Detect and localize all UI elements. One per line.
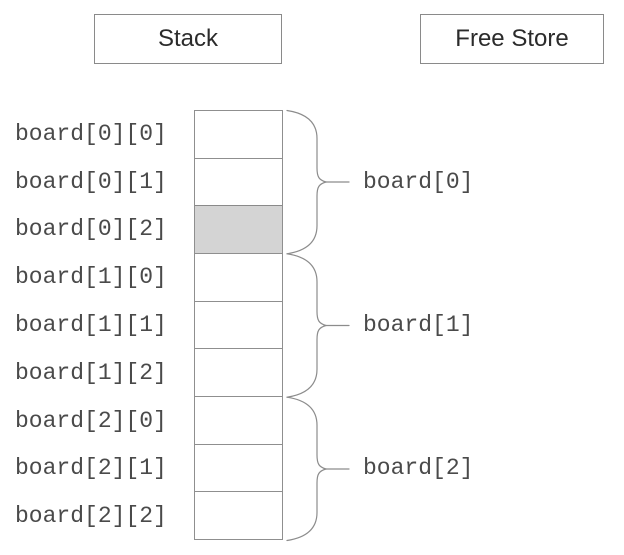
cell-label: board[2][0] [15,407,167,434]
cell-label: board[1][0] [15,264,167,291]
cell-label: board[1][1] [15,312,167,339]
memory-cell [195,158,282,207]
memory-cell-shaded [195,205,282,255]
group-label: board[2] [363,455,474,482]
memory-cell [195,301,282,350]
free-store-title-label: Free Store [455,25,569,52]
memory-cell [195,254,282,302]
memory-cell [195,444,282,493]
memory-cell [195,111,282,159]
memory-column [194,110,283,540]
group-braces [286,109,350,542]
cell-label: board[2][1] [15,455,167,482]
cell-label: board[0][1] [15,168,167,195]
group-label-column: board[0] board[1] board[2] [363,110,563,540]
group-label: board[0] [363,168,474,195]
brace-icon [286,396,329,542]
stack-title-box: Stack [94,14,282,64]
cell-label: board[0][2] [15,216,167,243]
memory-cell [195,492,282,540]
group-label: board[1] [363,311,474,338]
cell-label: board[0][0] [15,120,167,147]
cell-label: board[1][2] [15,359,167,386]
free-store-title-box: Free Store [420,14,604,64]
memory-cell [195,397,282,445]
cell-label-column: board[0][0] board[0][1] board[0][2] boar… [15,110,190,540]
cell-label: board[2][2] [15,503,167,530]
brace-icon [286,253,329,398]
brace-icon [286,109,329,255]
memory-cell [195,349,282,398]
stack-title-label: Stack [157,25,219,52]
